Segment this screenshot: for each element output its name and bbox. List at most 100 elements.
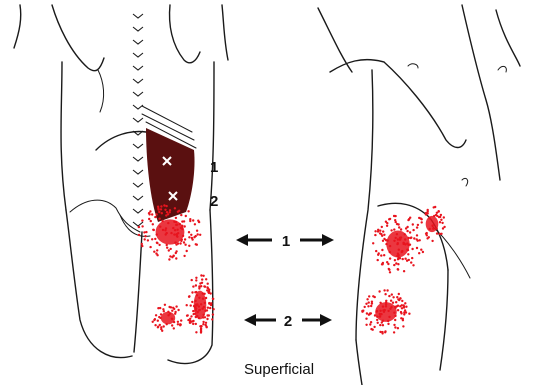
referral-dot <box>407 249 409 251</box>
referral-dot <box>405 306 407 308</box>
referral-dot <box>204 302 206 304</box>
referral-dot <box>385 221 387 223</box>
referral-dot <box>409 231 411 233</box>
referral-zone-back-upper <box>138 204 202 260</box>
referral-dot <box>393 240 395 242</box>
referral-dot <box>195 323 197 325</box>
referral-dot <box>167 213 169 215</box>
referral-dot <box>403 311 405 313</box>
referral-dot <box>198 317 200 319</box>
referral-dot <box>158 244 160 246</box>
referral-dot <box>388 268 390 270</box>
referral-dot <box>408 313 410 315</box>
referral-dot <box>406 226 408 228</box>
referral-dot <box>157 307 159 309</box>
referral-dot <box>386 289 388 291</box>
referral-dot <box>429 217 431 219</box>
referral-dot <box>205 326 207 328</box>
referral-dot <box>421 218 423 220</box>
referral-dot <box>422 251 424 253</box>
referral-dot <box>421 221 423 223</box>
referral-dot <box>370 312 372 314</box>
referral-dot <box>197 220 199 222</box>
referral-dot <box>173 308 175 310</box>
referral-dot <box>203 314 205 316</box>
referral-dot <box>385 243 387 245</box>
referral-dot <box>190 234 192 236</box>
referral-dot <box>404 309 406 311</box>
referral-dot <box>378 290 380 292</box>
referral-dot <box>376 310 378 312</box>
referral-dot <box>364 306 366 308</box>
caption-superficial: Superficial <box>244 361 314 378</box>
referral-dot <box>396 233 398 235</box>
referral-dot <box>379 230 381 232</box>
referral-dot <box>162 229 164 231</box>
referral-dot <box>212 298 214 300</box>
referral-dot <box>379 310 381 312</box>
referral-dot <box>201 278 203 280</box>
referral-dot <box>198 309 200 311</box>
referral-dot <box>411 257 413 259</box>
referral-dot <box>404 238 406 240</box>
referral-dot <box>384 331 386 333</box>
referral-dot <box>200 274 202 276</box>
referral-dot <box>401 300 403 302</box>
referral-dot <box>160 208 162 210</box>
trigger-label-2: 2 <box>210 193 218 210</box>
referral-dot <box>397 327 399 329</box>
referral-dot <box>382 230 384 232</box>
referral-dot <box>202 321 204 323</box>
referral-dot <box>361 310 363 312</box>
referral-dot <box>189 322 191 324</box>
referral-dot <box>412 264 414 266</box>
referral-dot <box>169 255 171 257</box>
referral-dot <box>155 252 157 254</box>
referral-dot <box>379 324 381 326</box>
referral-dot <box>198 305 200 307</box>
referral-dot <box>179 242 181 244</box>
referral-dot <box>403 304 405 306</box>
side-back-line <box>356 70 373 340</box>
referral-dot <box>386 225 388 227</box>
referral-dot <box>419 239 421 241</box>
referral-dot <box>165 205 167 207</box>
referral-dot <box>391 293 393 295</box>
referral-dot <box>387 310 389 312</box>
referral-dot <box>417 240 419 242</box>
referral-dot <box>202 298 204 300</box>
referral-dot <box>163 204 165 206</box>
side-nipple-1 <box>408 64 418 68</box>
referral-dot <box>192 219 194 221</box>
referral-dot <box>440 233 442 235</box>
referral-dot <box>149 210 151 212</box>
side-nipple-2 <box>498 66 506 72</box>
referral-dot <box>397 223 399 225</box>
referral-dot <box>174 311 176 313</box>
referral-dot <box>393 228 395 230</box>
referral-dot <box>402 258 404 260</box>
referral-dot <box>433 206 435 208</box>
referral-zone-core <box>426 216 439 232</box>
referral-dot <box>382 305 384 307</box>
referral-dot <box>144 238 146 240</box>
referral-dot <box>192 310 194 312</box>
referral-dot <box>188 236 190 238</box>
referral-dot <box>198 297 200 299</box>
referral-dot <box>173 255 175 257</box>
referral-dot <box>166 244 168 246</box>
referral-dot <box>365 318 367 320</box>
referral-dot <box>195 277 197 279</box>
referral-dot <box>377 322 379 324</box>
referral-dot <box>175 257 177 259</box>
referral-dot <box>167 311 169 313</box>
referral-dot <box>431 224 433 226</box>
referral-dot <box>200 331 202 333</box>
referral-dot <box>394 319 396 321</box>
referral-dot <box>202 316 204 318</box>
referral-dot <box>392 296 394 298</box>
referral-dot <box>379 313 381 315</box>
referral-dot <box>159 317 161 319</box>
referral-dot <box>195 331 197 333</box>
